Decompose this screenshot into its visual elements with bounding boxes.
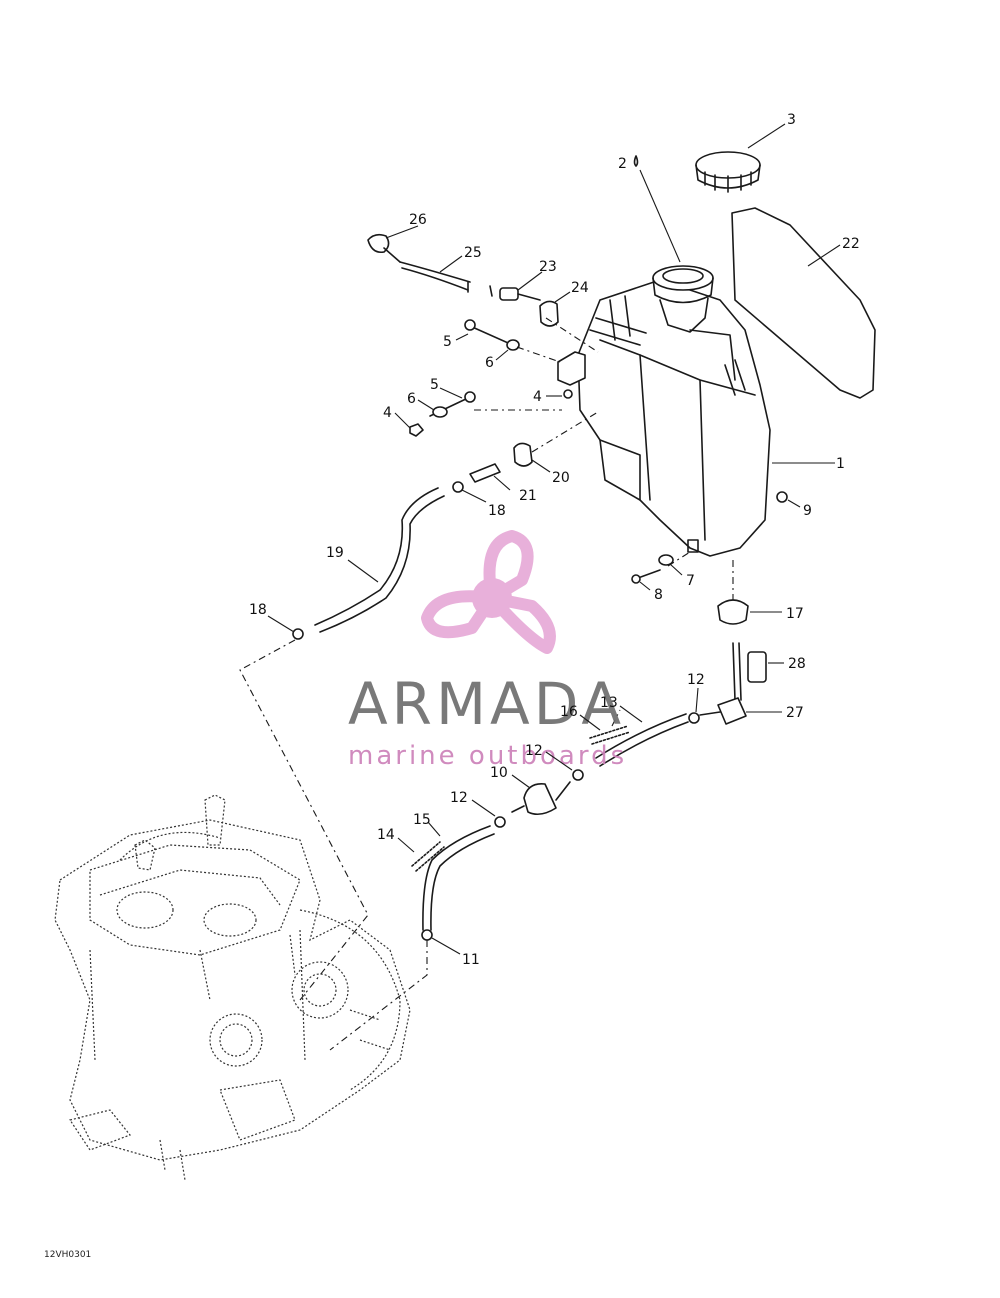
callout-24: 24	[571, 280, 589, 296]
watermark-brand: ARMADA	[348, 670, 625, 738]
callout-15: 15	[413, 812, 431, 828]
callout-6-upper: 6	[485, 355, 494, 371]
callout-18-upper: 18	[488, 503, 506, 519]
callout-21: 21	[519, 488, 537, 504]
callout-4-upper: 4	[533, 389, 542, 405]
seal-2	[633, 155, 639, 167]
callout-5-lower: 5	[430, 377, 439, 393]
callout-9: 9	[803, 503, 812, 519]
hose-19	[292, 487, 445, 640]
callout-23: 23	[539, 259, 557, 275]
callout-5-upper: 5	[443, 334, 452, 350]
callout-25: 25	[464, 245, 482, 261]
assembly-lines	[239, 317, 734, 1051]
callout-14: 14	[377, 827, 395, 843]
watermark-tagline: marine outboards	[348, 741, 627, 771]
callout-16: 16	[560, 704, 578, 720]
callout-12-low: 12	[450, 790, 468, 806]
hose-15	[411, 816, 506, 941]
watermark: ARMADA marine outboards	[348, 530, 627, 771]
callout-17: 17	[786, 606, 804, 622]
fasteners-upper	[409, 319, 573, 437]
callout-27: 27	[786, 705, 804, 721]
filter-10	[511, 781, 571, 816]
callout-19: 19	[326, 545, 344, 561]
bracket	[557, 351, 586, 386]
callout-18-lower: 18	[249, 602, 267, 618]
callout-12-mid: 12	[525, 743, 543, 759]
propeller-logo	[421, 530, 556, 654]
callout-4-lower: 4	[383, 405, 392, 421]
tank-cap	[695, 151, 761, 193]
callout-26: 26	[409, 212, 427, 228]
callout-1: 1	[836, 456, 845, 472]
callout-13: 13	[600, 695, 618, 711]
leader-lines	[267, 123, 841, 955]
pad-22	[731, 207, 876, 399]
callout-10: 10	[490, 765, 508, 781]
callout-3: 3	[787, 112, 796, 128]
engine-block	[54, 794, 411, 1181]
level-sensor-assembly	[367, 233, 559, 327]
callout-8: 8	[654, 587, 663, 603]
callout-12-top: 12	[687, 672, 705, 688]
callout-6-lower: 6	[407, 391, 416, 407]
callout-28: 28	[788, 656, 806, 672]
oil-tank	[577, 279, 771, 557]
hose-13	[572, 713, 689, 781]
callout-20: 20	[552, 470, 570, 486]
callout-7: 7	[686, 573, 695, 589]
callout-labels: 1 2 3 4 4 5 5 6 6 7 8 9 10 11 12 12 12 1…	[249, 112, 860, 968]
outlet-27	[688, 642, 747, 725]
callout-11: 11	[462, 952, 480, 968]
callout-2: 2	[618, 156, 627, 172]
drawing-code: 12VH0301	[44, 1250, 91, 1260]
fasteners-lower	[631, 491, 788, 683]
fittings-left	[452, 442, 533, 493]
filler-neck	[652, 265, 714, 333]
callout-22: 22	[842, 236, 860, 252]
